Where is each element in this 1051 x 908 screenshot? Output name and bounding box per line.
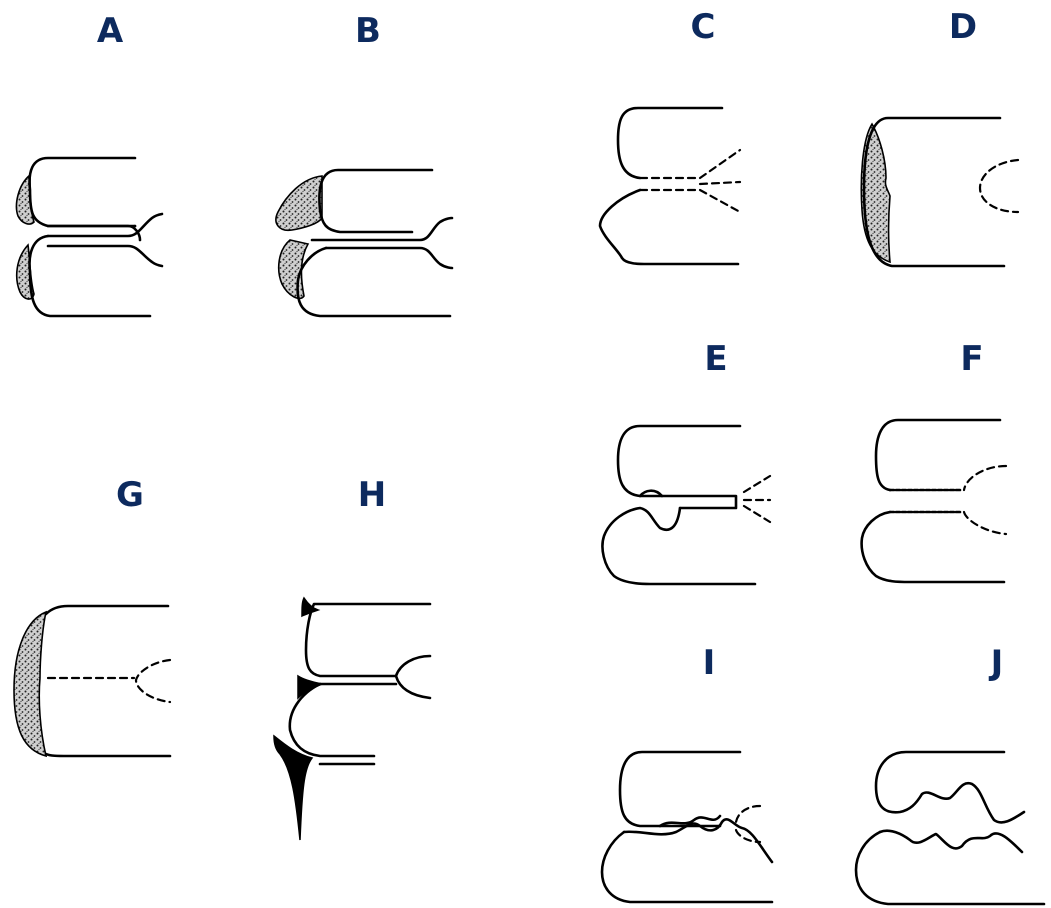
panel-a-drawing — [17, 158, 163, 316]
panel-g-drawing — [14, 606, 170, 756]
panel-e-drawing — [602, 426, 770, 584]
panel-b-drawing — [276, 170, 452, 316]
panel-d-drawing — [861, 118, 1018, 266]
panel-j-drawing — [856, 752, 1044, 904]
panel-f-drawing — [862, 420, 1006, 582]
panel-c-drawing — [600, 108, 740, 264]
panel-h-drawing — [274, 598, 430, 840]
panel-i-drawing — [602, 752, 772, 902]
